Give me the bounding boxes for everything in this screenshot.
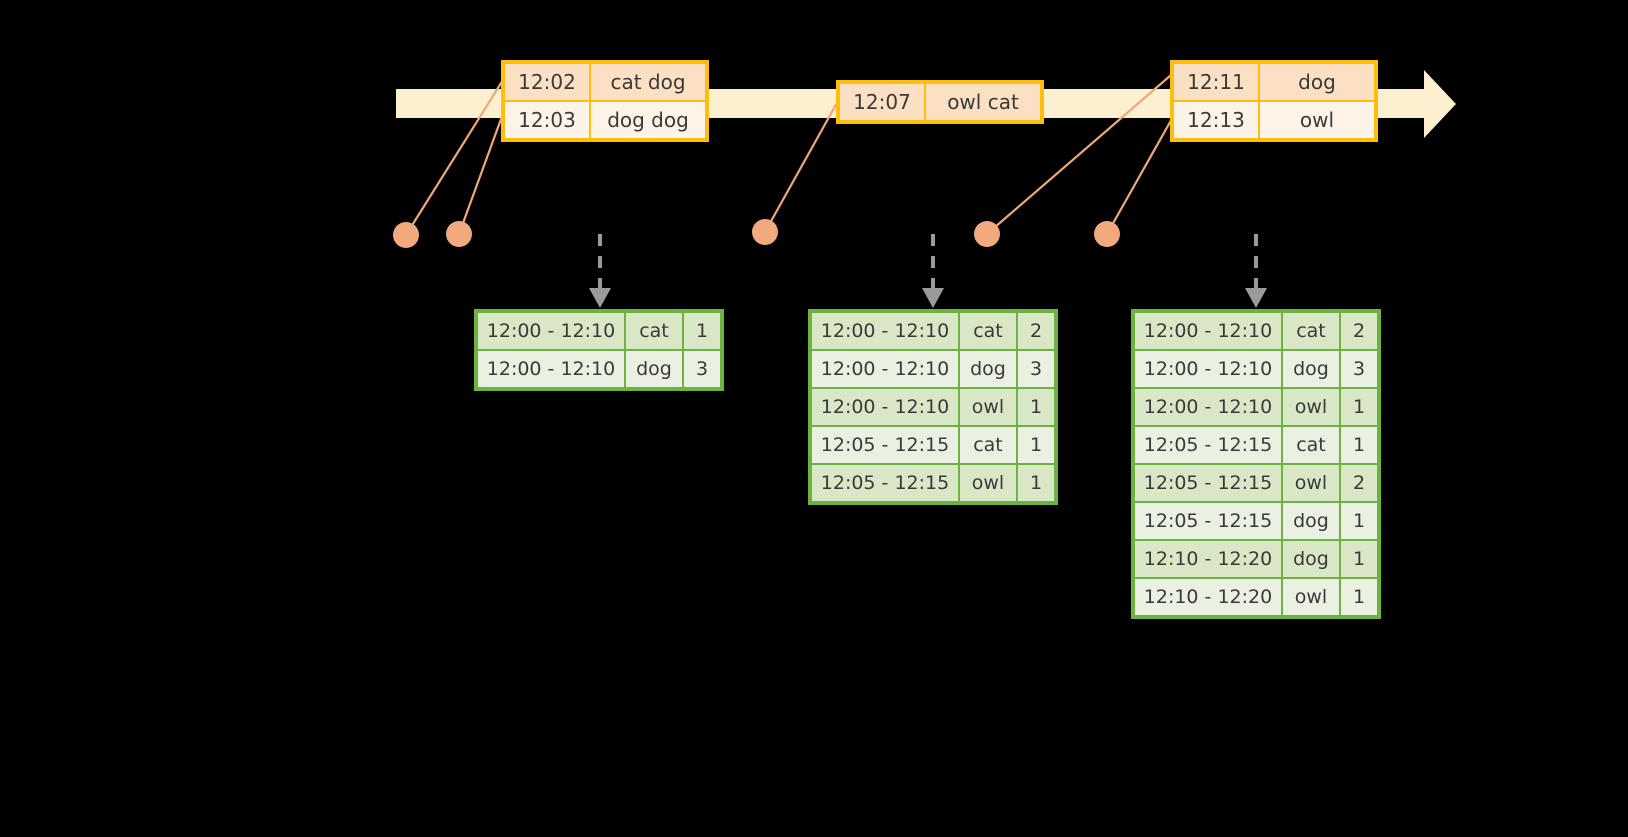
result-window: 12:05 - 12:15 — [1134, 502, 1282, 540]
result-word: dog — [959, 350, 1017, 388]
table-row: 12:05 - 12:15 owl 2 — [1134, 464, 1378, 502]
table-row: 12:00 - 12:10 owl 1 — [811, 388, 1055, 426]
result-count: 1 — [1340, 502, 1378, 540]
event-words: owl cat — [925, 83, 1041, 121]
result-window: 12:10 - 12:20 — [1134, 578, 1282, 616]
result-window: 12:05 - 12:15 — [811, 464, 959, 502]
event-group-2[interactable]: 12:07 owl cat — [836, 80, 1044, 124]
result-word: owl — [1282, 578, 1340, 616]
result-window: 12:00 - 12:10 — [811, 312, 959, 350]
event-time: 12:11 — [1173, 63, 1259, 101]
result-count: 1 — [1017, 464, 1055, 502]
result-word: owl — [959, 464, 1017, 502]
table-row: 12:00 - 12:10 cat 2 — [1134, 312, 1378, 350]
result-count: 2 — [1340, 312, 1378, 350]
marker-dot-1213 — [1094, 221, 1120, 247]
table-row: 12:05 - 12:15 cat 1 — [811, 426, 1055, 464]
table-row: 12:05 - 12:15 owl 1 — [811, 464, 1055, 502]
result-count: 1 — [1017, 426, 1055, 464]
result-count: 1 — [1340, 578, 1378, 616]
table-row: 12:00 - 12:10 cat 1 — [477, 312, 721, 350]
result-count: 2 — [1017, 312, 1055, 350]
result-count: 3 — [1340, 350, 1378, 388]
table-row: 12:00 - 12:10 dog 3 — [477, 350, 721, 388]
dashed-arrow-head-1 — [589, 288, 611, 308]
event-row: 12:11 dog — [1173, 63, 1375, 101]
event-words: owl — [1259, 101, 1375, 139]
result-table-2[interactable]: 12:00 - 12:10 cat 2 12:00 - 12:10 dog 3 … — [808, 309, 1058, 505]
result-window: 12:00 - 12:10 — [477, 350, 625, 388]
result-window: 12:05 - 12:15 — [811, 426, 959, 464]
event-time: 12:03 — [504, 101, 590, 139]
table-row: 12:10 - 12:20 owl 1 — [1134, 578, 1378, 616]
event-group-3[interactable]: 12:11 dog 12:13 owl — [1170, 60, 1378, 142]
result-count: 1 — [1017, 388, 1055, 426]
result-window: 12:00 - 12:10 — [477, 312, 625, 350]
result-window: 12:00 - 12:10 — [811, 350, 959, 388]
event-row: 12:07 owl cat — [839, 83, 1041, 121]
result-table-1[interactable]: 12:00 - 12:10 cat 1 12:00 - 12:10 dog 3 — [474, 309, 724, 391]
table-row: 12:05 - 12:15 dog 1 — [1134, 502, 1378, 540]
event-time: 12:13 — [1173, 101, 1259, 139]
marker-dot-1211 — [974, 221, 1000, 247]
table-row: 12:00 - 12:10 owl 1 — [1134, 388, 1378, 426]
event-group-1[interactable]: 12:02 cat dog 12:03 dog dog — [501, 60, 709, 142]
result-window: 12:00 - 12:10 — [1134, 350, 1282, 388]
result-word: owl — [959, 388, 1017, 426]
result-count: 1 — [1340, 388, 1378, 426]
result-word: cat — [625, 312, 683, 350]
result-count: 1 — [1340, 540, 1378, 578]
result-word: dog — [625, 350, 683, 388]
event-row: 12:02 cat dog — [504, 63, 706, 101]
result-window: 12:05 - 12:15 — [1134, 464, 1282, 502]
dashed-arrow-head-3 — [1245, 288, 1267, 308]
table-row: 12:00 - 12:10 dog 3 — [811, 350, 1055, 388]
result-word: owl — [1282, 464, 1340, 502]
event-words: dog dog — [590, 101, 706, 139]
table-row: 12:00 - 12:10 cat 2 — [811, 312, 1055, 350]
result-count: 2 — [1340, 464, 1378, 502]
table-row: 12:10 - 12:20 dog 1 — [1134, 540, 1378, 578]
marker-dot-1203 — [446, 221, 472, 247]
event-words: dog — [1259, 63, 1375, 101]
event-time: 12:02 — [504, 63, 590, 101]
event-row: 12:13 owl — [1173, 101, 1375, 139]
result-word: dog — [1282, 502, 1340, 540]
result-word: owl — [1282, 388, 1340, 426]
result-word: dog — [1282, 540, 1340, 578]
event-time: 12:07 — [839, 83, 925, 121]
table-row: 12:00 - 12:10 dog 3 — [1134, 350, 1378, 388]
result-table-3[interactable]: 12:00 - 12:10 cat 2 12:00 - 12:10 dog 3 … — [1131, 309, 1381, 619]
result-word: cat — [1282, 312, 1340, 350]
connector-line-1213 — [1106, 107, 1179, 235]
result-window: 12:00 - 12:10 — [811, 388, 959, 426]
result-window: 12:10 - 12:20 — [1134, 540, 1282, 578]
table-row: 12:05 - 12:15 cat 1 — [1134, 426, 1378, 464]
marker-dot-1207 — [752, 219, 778, 245]
result-window: 12:05 - 12:15 — [1134, 426, 1282, 464]
event-row: 12:03 dog dog — [504, 101, 706, 139]
result-count: 1 — [1340, 426, 1378, 464]
dashed-arrow-head-2 — [922, 288, 944, 308]
result-word: cat — [1282, 426, 1340, 464]
marker-dot-1202 — [393, 222, 419, 248]
result-word: dog — [1282, 350, 1340, 388]
result-word: cat — [959, 312, 1017, 350]
result-count: 3 — [1017, 350, 1055, 388]
result-count: 1 — [683, 312, 721, 350]
result-window: 12:00 - 12:10 — [1134, 388, 1282, 426]
result-word: cat — [959, 426, 1017, 464]
event-words: cat dog — [590, 63, 706, 101]
timeline-arrow-head-icon — [1424, 70, 1456, 138]
result-window: 12:00 - 12:10 — [1134, 312, 1282, 350]
result-count: 3 — [683, 350, 721, 388]
